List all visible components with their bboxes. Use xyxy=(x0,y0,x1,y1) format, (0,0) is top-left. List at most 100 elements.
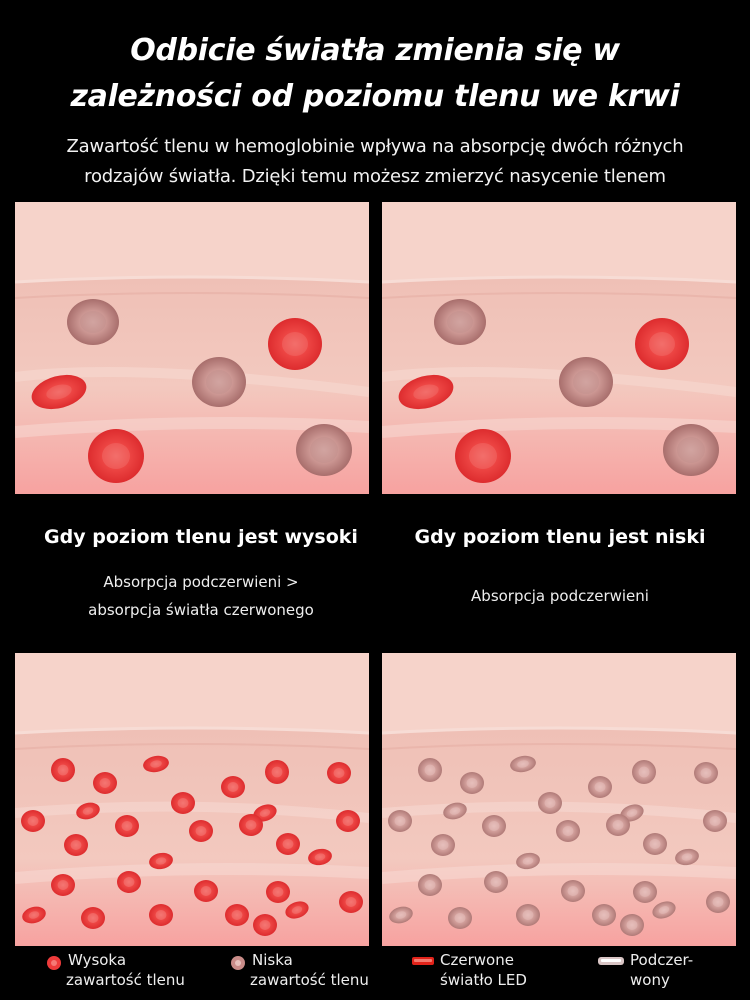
blood-cell-low-oxygen xyxy=(561,880,585,902)
low-oxygen-cell-icon xyxy=(231,956,245,970)
blood-cell-low-oxygen xyxy=(559,357,613,407)
blood-cell-low-oxygen xyxy=(652,901,676,919)
caption-high-oxygen: Gdy poziom tlenu jest wysoki xyxy=(44,526,358,548)
blood-cell-low-oxygen xyxy=(694,762,718,784)
blood-cell-high-oxygen xyxy=(149,904,173,926)
blood-cell-high-oxygen xyxy=(117,871,141,893)
title-line-2: zależności od poziomu tlenu we krwi xyxy=(70,79,680,114)
blood-cell-high-oxygen xyxy=(81,907,105,929)
blood-cell-high-oxygen xyxy=(635,318,689,370)
vessel-illustration-bottom-right xyxy=(382,653,736,946)
legend-infrared-line-1: Podczer- xyxy=(630,951,694,969)
legend-high-oxygen-line-2: zawartość tlenu xyxy=(66,971,185,989)
blood-cell-low-oxygen xyxy=(418,874,442,896)
blood-cell-high-oxygen xyxy=(398,374,454,410)
blood-cell-low-oxygen xyxy=(460,772,484,794)
blood-cell-high-oxygen xyxy=(336,810,360,832)
blood-cell-high-oxygen xyxy=(239,814,263,836)
blood-cell-low-oxygen xyxy=(388,810,412,832)
legend-red-led-line-1: Czerwone xyxy=(440,951,514,969)
legend-high-oxygen-line-1: Wysoka xyxy=(68,951,127,969)
blood-cell-low-oxygen xyxy=(620,914,644,936)
blood-cell-low-oxygen xyxy=(516,852,540,870)
blood-cell-low-oxygen xyxy=(482,815,506,837)
blood-cell-low-oxygen xyxy=(516,904,540,926)
blood-cell-high-oxygen xyxy=(327,762,351,784)
caption-low-oxygen: Gdy poziom tlenu jest niski xyxy=(414,526,706,548)
panel-top-left xyxy=(15,202,369,494)
blood-cell-high-oxygen xyxy=(276,833,300,855)
high-oxygen-cell-icon xyxy=(47,956,61,970)
subtitle-line-1: Zawartość tlenu w hemoglobinie wpływa na… xyxy=(66,136,684,157)
blood-cell-low-oxygen xyxy=(538,792,562,814)
blood-cell-low-oxygen xyxy=(675,848,699,866)
blood-cell-high-oxygen xyxy=(253,914,277,936)
blood-cell-high-oxygen xyxy=(265,760,289,784)
legend-red-led-line-2: światło LED xyxy=(440,971,527,989)
panel-top-right xyxy=(382,202,736,494)
panel-bottom-right xyxy=(382,653,736,946)
description-low-oxygen-line-1: Absorpcja podczerwieni xyxy=(471,587,649,605)
blood-cell-low-oxygen xyxy=(588,776,612,798)
legend-infrared-line-2: wony xyxy=(630,971,670,989)
blood-cell-low-oxygen xyxy=(592,904,616,926)
blood-cell-low-oxygen xyxy=(389,906,413,924)
blood-cell-high-oxygen xyxy=(189,820,213,842)
blood-cell-low-oxygen xyxy=(632,760,656,784)
subtitle-line-2: rodzajów światła. Dzięki temu możesz zmi… xyxy=(84,166,666,187)
blood-cell-low-oxygen xyxy=(67,299,119,345)
blood-cell-high-oxygen xyxy=(268,318,322,370)
blood-cell-high-oxygen xyxy=(221,776,245,798)
red-led-icon xyxy=(412,957,434,965)
blood-cell-low-oxygen xyxy=(443,802,467,820)
blood-cell-low-oxygen xyxy=(448,907,472,929)
legend-low-oxygen-line-1: Niska xyxy=(252,951,293,969)
blood-cell-high-oxygen xyxy=(149,852,173,870)
blood-cell-high-oxygen xyxy=(88,429,144,483)
infrared-light-icon xyxy=(598,957,624,965)
description-high-oxygen: Absorpcja podczerwieni > absorpcja świat… xyxy=(15,568,387,624)
blood-cell-high-oxygen xyxy=(171,792,195,814)
blood-cell-high-oxygen xyxy=(455,429,511,483)
subtitle: Zawartość tlenu w hemoglobinie wpływa na… xyxy=(20,132,730,192)
legend-low-oxygen-line-2: zawartość tlenu xyxy=(250,971,369,989)
blood-cell-high-oxygen xyxy=(194,880,218,902)
vessel-illustration-top-right xyxy=(382,202,736,494)
blood-cell-low-oxygen xyxy=(192,357,246,407)
blood-cell-high-oxygen xyxy=(266,881,290,903)
blood-cell-high-oxygen xyxy=(51,758,75,782)
blood-cell-low-oxygen xyxy=(703,810,727,832)
description-high-oxygen-line-2: absorpcja światła czerwonego xyxy=(88,601,314,619)
vessel-illustration-bottom-left xyxy=(15,653,369,946)
blood-cell-high-oxygen xyxy=(51,874,75,896)
blood-cell-high-oxygen xyxy=(76,802,100,820)
description-high-oxygen-line-1: Absorpcja podczerwieni > xyxy=(103,573,299,591)
page-title: Odbicie światła zmienia się w zależności… xyxy=(0,28,750,120)
blood-cell-high-oxygen xyxy=(308,848,332,866)
vessel-illustration-top-left xyxy=(15,202,369,494)
blood-cell-high-oxygen xyxy=(115,815,139,837)
blood-cell-low-oxygen xyxy=(633,881,657,903)
blood-cell-low-oxygen xyxy=(606,814,630,836)
blood-cell-high-oxygen xyxy=(22,906,46,924)
description-low-oxygen: Absorpcja podczerwieni xyxy=(375,582,745,610)
blood-cell-low-oxygen xyxy=(510,755,536,773)
panel-bottom-left xyxy=(15,653,369,946)
blood-cell-high-oxygen xyxy=(225,904,249,926)
blood-cell-high-oxygen xyxy=(64,834,88,856)
blood-cell-low-oxygen xyxy=(434,299,486,345)
blood-cell-high-oxygen xyxy=(339,891,363,913)
title-line-1: Odbicie światła zmienia się w xyxy=(130,33,620,68)
blood-cell-high-oxygen xyxy=(21,810,45,832)
blood-cell-high-oxygen xyxy=(31,374,87,410)
blood-cell-low-oxygen xyxy=(431,834,455,856)
blood-cell-low-oxygen xyxy=(663,424,719,476)
blood-cell-low-oxygen xyxy=(484,871,508,893)
blood-cell-low-oxygen xyxy=(418,758,442,782)
blood-cell-high-oxygen xyxy=(93,772,117,794)
blood-cell-low-oxygen xyxy=(643,833,667,855)
blood-cell-low-oxygen xyxy=(296,424,352,476)
blood-cell-high-oxygen xyxy=(285,901,309,919)
blood-cell-low-oxygen xyxy=(556,820,580,842)
blood-cell-low-oxygen xyxy=(706,891,730,913)
